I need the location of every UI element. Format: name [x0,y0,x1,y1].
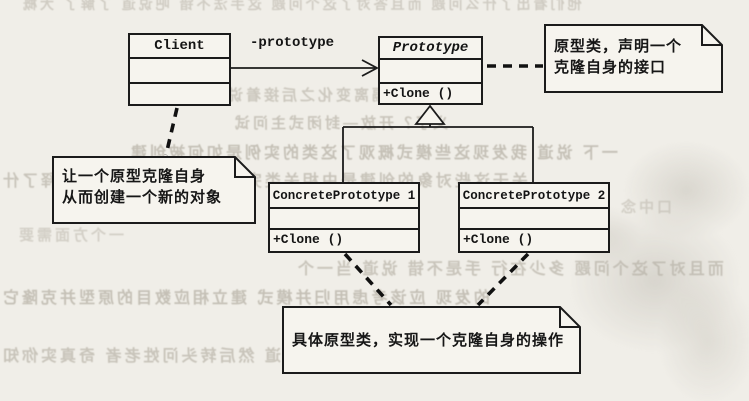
note-shape-concrete [282,306,581,374]
client-note-text: 让一个原型克隆自身 从而创建一个新的对象 [62,166,222,208]
class-box-concreteprototype1: ConcretePrototype 1 +Clone () [268,182,420,253]
note-shape-client [52,156,256,224]
note-anchor-client [164,107,179,156]
inheritance-connector-lines [342,124,534,182]
prototype-note-text: 原型类，声明一个 克隆自身的接口 [554,36,682,78]
note-shape-prototype [544,24,723,93]
note-line: 原型类，声明一个 [554,38,683,55]
class-attributes-compartment [460,209,608,230]
note-line: 具体原型类，实现一个克隆自身的操作 [292,332,565,349]
class-title: ConcretePrototype 1 [270,184,418,209]
note-line: 让一个原型克隆自身 [62,168,207,185]
inheritance-triangle [414,104,446,125]
class-methods-compartment: +Clone () [383,86,454,101]
class-box-concreteprototype2: ConcretePrototype 2 +Clone () [458,182,610,253]
class-methods-compartment: +Clone () [463,232,534,247]
class-title: ConcretePrototype 2 [460,184,608,209]
note-anchor-concrete2 [476,252,530,307]
association-label: -prototype [250,35,335,51]
class-attributes-compartment [130,59,229,84]
class-methods-compartment: +Clone () [273,232,344,247]
class-methods-compartment [130,84,229,104]
class-attributes-compartment [380,60,481,84]
note-anchor-concrete1 [343,252,393,307]
class-attributes-compartment [270,209,418,230]
association-open-arrowhead [361,59,379,77]
note-line: 从而创建一个新的对象 [62,189,223,206]
class-box-prototype: Prototype +Clone () [378,36,483,105]
concrete-note-text: 具体原型类，实现一个克隆自身的操作 [292,330,564,351]
class-title: Client [130,35,229,59]
class-title: Prototype [380,38,481,60]
class-box-client: Client [128,33,231,106]
note-line: 克隆自身的接口 [554,59,667,76]
